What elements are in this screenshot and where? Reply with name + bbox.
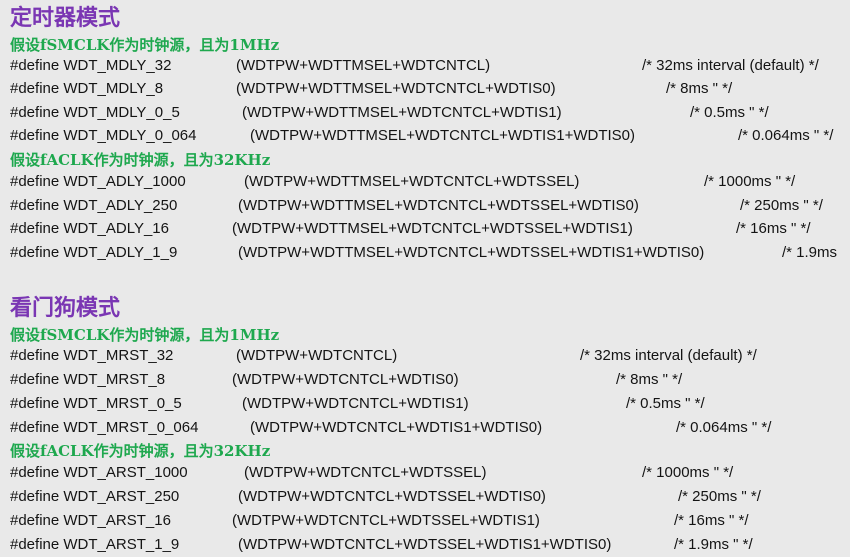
define-comment: /* 1000ms " */ [704, 173, 796, 190]
define-name: #define WDT_ARST_250 [10, 488, 180, 505]
define-name: #define WDT_MDLY_0_064 [10, 127, 197, 144]
section-title-timer-mode: 定时器模式 [10, 5, 121, 31]
define-comment: /* 0.064ms " */ [738, 127, 834, 144]
define-comment: /* 250ms " */ [740, 197, 823, 214]
define-comment: /* 0.064ms " */ [676, 419, 772, 436]
define-expr: (WDTPW+WDTCNTCL+WDTSSEL+WDTIS0) [238, 488, 546, 505]
define-name: #define WDT_ADLY_1000 [10, 173, 186, 190]
define-name: #define WDT_ARST_1000 [10, 464, 188, 481]
define-expr: (WDTPW+WDTCNTCL+WDTSSEL+WDTIS1) [232, 512, 540, 529]
define-name: #define WDT_ADLY_16 [10, 220, 169, 237]
define-comment: /* 8ms " */ [616, 371, 683, 388]
group-header-smclk: 假设fSMCLK作为时钟源，且为1MHz [10, 36, 280, 54]
define-comment: /* 1.9ms " */ [674, 536, 753, 553]
define-comment: /* 8ms " */ [666, 80, 733, 97]
define-comment: /* 16ms " */ [736, 220, 811, 237]
define-comment: /* 1000ms " */ [642, 464, 734, 481]
define-comment: /* 0.5ms " */ [690, 104, 769, 121]
define-name: #define WDT_ADLY_1_9 [10, 244, 178, 261]
group-header-aclk: 假设fACLK作为时钟源，且为32KHz [10, 442, 271, 460]
define-name: #define WDT_MDLY_8 [10, 80, 164, 97]
define-comment: /* 0.5ms " */ [626, 395, 705, 412]
group-header-aclk: 假设fACLK作为时钟源，且为32KHz [10, 151, 271, 169]
define-comment: /* 32ms interval (default) */ [642, 57, 819, 74]
define-expr: (WDTPW+WDTCNTCL+WDTIS0) [232, 371, 459, 388]
define-expr: (WDTPW+WDTTMSEL+WDTCNTCL+WDTIS0) [236, 80, 556, 97]
define-expr: (WDTPW+WDTCNTCL+WDTIS1+WDTIS0) [250, 419, 543, 436]
define-expr: (WDTPW+WDTCNTCL+WDTSSEL+WDTIS1+WDTIS0) [238, 536, 612, 553]
define-expr: (WDTPW+WDTTMSEL+WDTCNTCL+WDTSSEL+WDTIS1+… [238, 244, 705, 261]
define-name: #define WDT_MRST_32 [10, 347, 174, 364]
define-expr: (WDTPW+WDTTMSEL+WDTCNTCL+WDTIS1+WDTIS0) [250, 127, 635, 144]
define-name: #define WDT_ADLY_250 [10, 197, 178, 214]
define-name: #define WDT_MRST_8 [10, 371, 166, 388]
define-name: #define WDT_ARST_16 [10, 512, 171, 529]
define-expr: (WDTPW+WDTCNTCL) [236, 347, 398, 364]
define-expr: (WDTPW+WDTCNTCL+WDTIS1) [242, 395, 469, 412]
section-title-watchdog-mode: 看门狗模式 [10, 295, 121, 321]
define-name: #define WDT_ARST_1_9 [10, 536, 180, 553]
group-header-smclk: 假设fSMCLK作为时钟源，且为1MHz [10, 326, 280, 344]
define-comment: /* 250ms " */ [678, 488, 761, 505]
define-name: #define WDT_MDLY_32 [10, 57, 172, 74]
define-comment: /* 1.9ms [782, 244, 838, 261]
define-comment: /* 16ms " */ [674, 512, 749, 529]
define-expr: (WDTPW+WDTTMSEL+WDTCNTCL+WDTSSEL) [244, 173, 580, 190]
define-expr: (WDTPW+WDTTMSEL+WDTCNTCL+WDTSSEL+WDTIS0) [238, 197, 639, 214]
define-name: #define WDT_MRST_0_064 [10, 419, 199, 436]
define-expr: (WDTPW+WDTCNTCL+WDTSSEL) [244, 464, 487, 481]
define-expr: (WDTPW+WDTTMSEL+WDTCNTCL+WDTSSEL+WDTIS1) [232, 220, 633, 237]
define-expr: (WDTPW+WDTTMSEL+WDTCNTCL+WDTIS1) [242, 104, 562, 121]
define-name: #define WDT_MDLY_0_5 [10, 104, 180, 121]
define-name: #define WDT_MRST_0_5 [10, 395, 182, 412]
define-expr: (WDTPW+WDTTMSEL+WDTCNTCL) [236, 57, 491, 74]
define-comment: /* 32ms interval (default) */ [580, 347, 757, 364]
